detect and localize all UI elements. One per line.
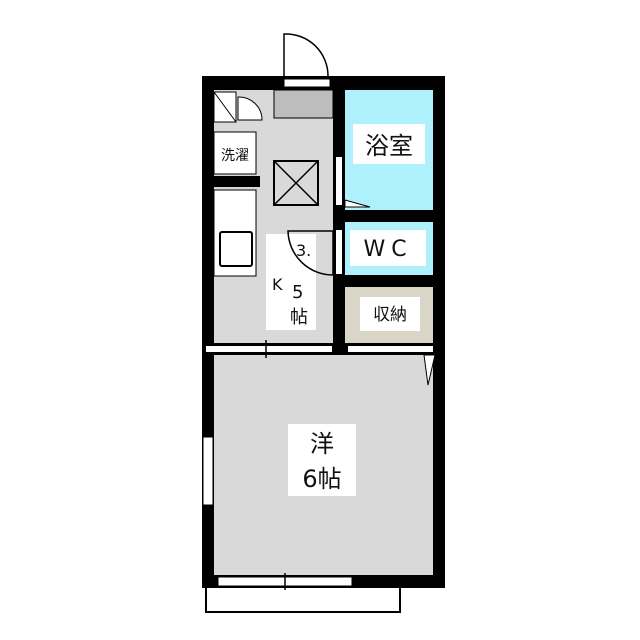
kitchen-unit: 帖 bbox=[290, 307, 308, 328]
closet-door-swing bbox=[237, 96, 263, 121]
kitchen-label-bg bbox=[266, 234, 316, 330]
kitchen-size-b: 5 bbox=[292, 282, 303, 303]
western-room-size: 6帖 bbox=[302, 465, 341, 493]
kitchen-type: K bbox=[272, 275, 283, 294]
laundry-label: 洗濯 bbox=[221, 148, 249, 164]
western-room-type: 洋 bbox=[310, 430, 334, 458]
sliding-door-kitchen[interactable] bbox=[206, 346, 332, 352]
refrigerator-space bbox=[273, 160, 319, 206]
bath-label: 浴室 bbox=[365, 132, 413, 160]
wc-label: WC bbox=[363, 237, 412, 262]
sink-icon bbox=[219, 231, 253, 267]
storage-label: 収納 bbox=[373, 305, 407, 325]
wc-door[interactable] bbox=[336, 230, 342, 274]
laundry-space bbox=[213, 131, 257, 175]
storage-door[interactable] bbox=[348, 346, 433, 352]
partition-wall bbox=[202, 176, 260, 187]
kitchen-size-a: 3. bbox=[296, 241, 311, 260]
entry-door-swing bbox=[283, 33, 329, 77]
side-window[interactable] bbox=[202, 436, 214, 506]
bath-door[interactable] bbox=[336, 157, 342, 205]
center-wall bbox=[333, 76, 345, 355]
wc-door-swing bbox=[287, 230, 334, 276]
entry-door[interactable] bbox=[283, 78, 331, 88]
shoe-cabinet-diagonal bbox=[213, 91, 237, 123]
entrance-step bbox=[273, 89, 334, 119]
